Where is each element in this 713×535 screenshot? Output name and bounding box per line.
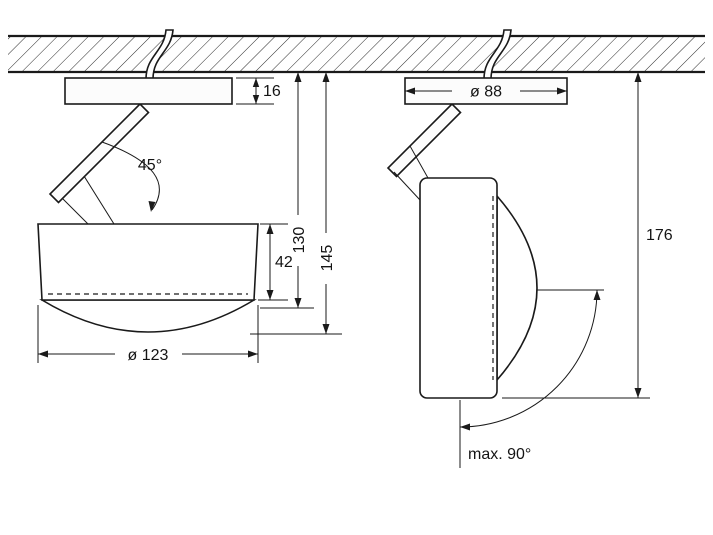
dim-label-42: 42 <box>275 254 293 271</box>
dim-tilt-angle: 45° <box>101 141 162 212</box>
mount-arm-front <box>48 102 150 225</box>
dim-canopy-height: 16 <box>236 77 281 105</box>
dim-label-max90: max. 90° <box>468 446 531 463</box>
dim-label-176: 176 <box>646 227 673 244</box>
dim-label-16: 16 <box>263 83 281 100</box>
dim-head-diameter: ø 123 <box>37 305 259 364</box>
dim-label-145: 145 <box>319 245 336 272</box>
dim-label-45deg: 45° <box>138 157 162 174</box>
dim-canopy-diameter: ø 88 <box>405 84 567 101</box>
dim-label-dia88: ø 88 <box>470 84 502 101</box>
lens-dome-side <box>496 193 538 383</box>
canopy-front <box>64 77 233 105</box>
dim-head-height: 42 <box>258 223 293 301</box>
spot-head-front <box>37 223 259 333</box>
lens-dome-front <box>39 299 257 333</box>
spot-head-side <box>419 177 538 399</box>
power-cable-side <box>483 29 512 80</box>
dim-max-rotation: max. 90° <box>459 289 604 468</box>
power-cable-front <box>145 29 174 80</box>
mount-arm-side <box>386 102 462 201</box>
dim-label-130: 130 <box>291 227 308 254</box>
dim-height-overall-front: 145 <box>250 72 342 335</box>
ceiling-hatch <box>8 34 705 74</box>
dim-overall-height-side: 176 <box>502 72 673 399</box>
dim-label-dia123: ø 123 <box>128 347 169 364</box>
dim-height-to-body: 130 <box>260 72 314 309</box>
